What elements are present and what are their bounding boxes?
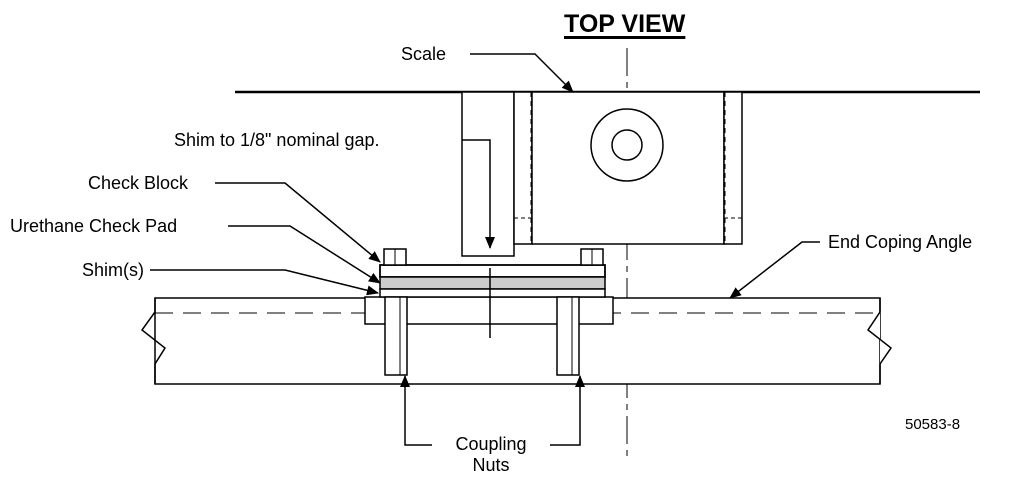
- urethane-check-pad: [379, 276, 606, 290]
- break-right: [866, 298, 893, 384]
- break-left: [140, 298, 166, 384]
- label-end-coping-angle: End Coping Angle: [828, 232, 973, 252]
- leader-end-coping: [729, 241, 820, 299]
- coupling-nut-right: [556, 296, 580, 376]
- leader-coupling-left: [400, 375, 432, 446]
- shim: [379, 288, 606, 298]
- figure-id: 50583-8: [905, 416, 961, 433]
- label-check-block: Check Block: [88, 173, 189, 193]
- leader-scale: [470, 53, 574, 93]
- wheel-inner: [611, 129, 643, 161]
- label-coupling: Coupling: [455, 434, 527, 454]
- scale-check-block: [461, 91, 515, 257]
- leader-check-block: [215, 182, 381, 263]
- label-nuts: Nuts: [472, 455, 510, 475]
- leader-shim-gap: [462, 139, 495, 249]
- label-scale: Scale: [401, 44, 447, 64]
- coupling-nut-left: [384, 296, 408, 376]
- leader-urethane-pad: [228, 225, 381, 284]
- bracket-right-flange: [723, 91, 743, 245]
- bracket-left-flange: [513, 91, 533, 245]
- view-title: TOP VIEW: [564, 10, 686, 38]
- leader-coupling-right: [550, 375, 585, 446]
- check-block: [379, 264, 606, 278]
- label-shims: Shim(s): [82, 260, 144, 280]
- label-urethane-pad: Urethane Check Pad: [10, 216, 178, 236]
- leader-shims: [150, 269, 379, 296]
- label-shim-gap: Shim to 1/8" nominal gap.: [174, 130, 380, 150]
